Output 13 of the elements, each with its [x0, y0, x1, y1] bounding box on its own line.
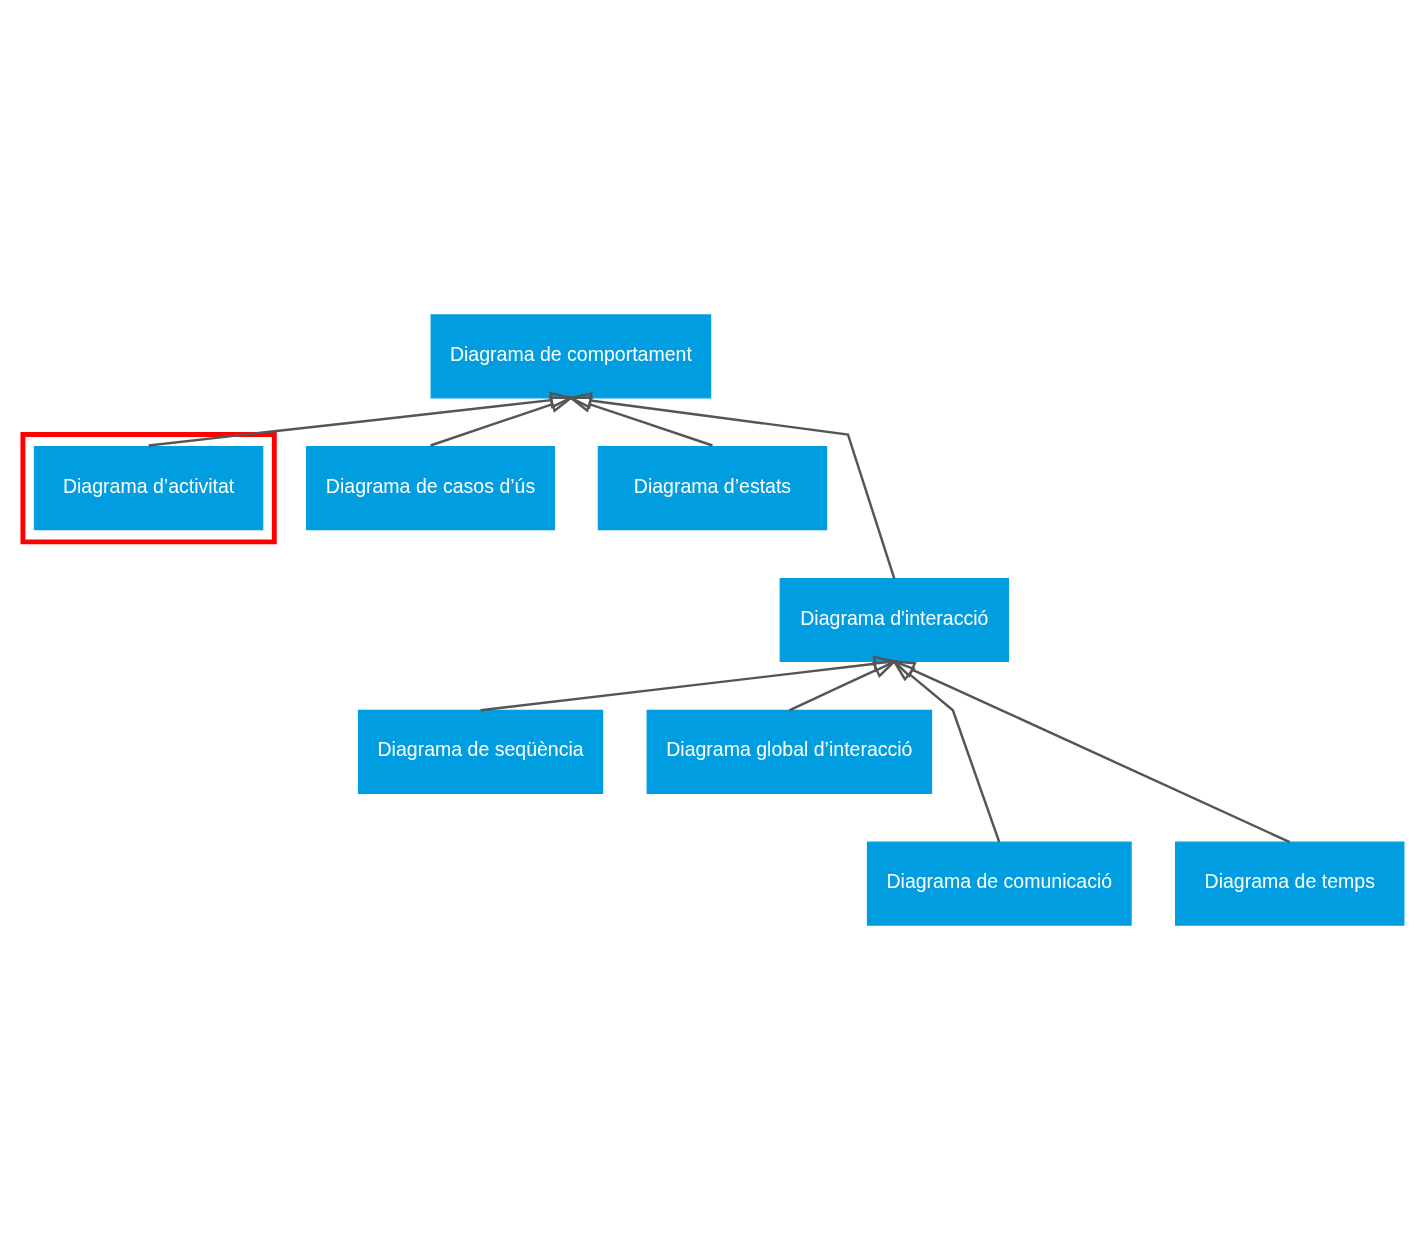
node-box: Diagrama de comportament [430, 313, 712, 398]
node-box: Diagrama global d’interacció [646, 709, 933, 794]
cluster [20, 431, 277, 544]
node-box: Diagrama d’estats [597, 445, 828, 530]
arrow [890, 659, 1291, 843]
node-box: Diagrama de temps [1175, 841, 1405, 926]
arrow [567, 391, 896, 579]
node-box: Diagrama d'interacció [779, 577, 1010, 662]
node-box: Diagrama de casos d’ús [306, 445, 556, 530]
arrow [891, 658, 1001, 843]
node-box: Diagrama de seqüència [357, 709, 604, 794]
node-box: Diagrama de comunicació [866, 841, 1132, 926]
node-box: Diagrama d’activitat [33, 445, 264, 530]
